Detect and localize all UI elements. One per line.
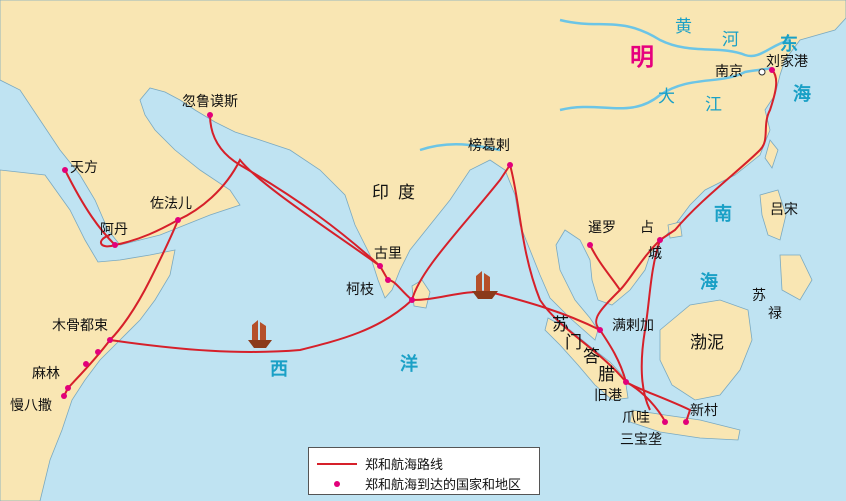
stop-marker: [62, 167, 68, 173]
place-label: 佐法儿: [150, 196, 192, 212]
country-label: 明: [630, 43, 654, 71]
place-label: 刘家港: [766, 53, 808, 70]
place-label: 苏: [752, 288, 766, 304]
stop-marker: [507, 162, 513, 168]
stop-marker: [95, 349, 101, 355]
africa: [0, 169, 176, 501]
place-label: 三宝垄: [620, 432, 662, 448]
place-label: 禄: [768, 306, 782, 322]
stop-marker: [175, 217, 181, 223]
stop-marker: [597, 327, 603, 333]
place-label: 吕宋: [770, 202, 798, 218]
yellow-river: [559, 18, 791, 58]
place-label: 慢八撒: [10, 397, 52, 414]
stop-marker: [207, 112, 213, 118]
sea-label: 南: [714, 203, 732, 225]
place-label: 旧港: [594, 388, 622, 404]
stop-marker: [377, 263, 383, 269]
sea-label: 洋: [400, 353, 418, 375]
region-label: 渤泥: [690, 333, 724, 353]
sumatra: [544, 317, 629, 401]
ship-icon: [248, 320, 272, 348]
sea-label: 海: [793, 83, 811, 105]
stop-markers: [61, 67, 775, 425]
place-label: 暹罗: [588, 220, 616, 236]
region-label: 印: [372, 183, 389, 203]
river-labels: 黄 河 大 江: [658, 17, 739, 115]
stop-marker: [385, 277, 391, 283]
stop-marker: [683, 419, 689, 425]
place-label: 新村: [690, 403, 718, 419]
sea-label: 西: [270, 359, 288, 380]
place-label: 满剌加: [612, 318, 654, 334]
stop-marker: [61, 393, 67, 399]
river-label: 黄: [675, 17, 692, 37]
place-labels: 南京 刘家港 忽鲁谟斯 天方 佐法儿 阿丹 榜葛剌 古里 柯枝 木骨都束 麻林 …: [10, 53, 808, 448]
sea-labels: 东 海 南 海 西 洋: [270, 33, 811, 380]
place-label: 古里: [374, 246, 402, 262]
place-label: 榜葛剌: [468, 137, 510, 154]
stop-marker: [107, 337, 113, 343]
stop-marker: [112, 242, 118, 248]
place-label: 南京: [715, 64, 743, 80]
map-legend: 郑和航海路线 郑和航海到达的国家和地区: [308, 447, 540, 495]
stop-marker: [769, 67, 775, 73]
rivers: [419, 18, 791, 152]
river-label: 河: [722, 30, 739, 50]
river-label: 大: [658, 87, 675, 107]
region-label: 门: [565, 333, 582, 353]
place-label: 阿丹: [100, 222, 128, 238]
stop-dot-icon: [334, 480, 340, 487]
legend-stop-row: 郑和航海到达的国家和地区: [317, 474, 521, 493]
place-label: 城: [648, 246, 662, 262]
region-label: 答: [583, 347, 600, 367]
river-label: 江: [705, 95, 722, 115]
region-labels: 印 度 苏 门 答 腊 渤泥: [372, 183, 724, 385]
stop-marker: [65, 385, 71, 391]
stop-marker: [409, 297, 415, 303]
place-label: 占: [640, 220, 654, 236]
place-label: 忽鲁谟斯: [182, 94, 238, 110]
place-label: 柯枝: [346, 282, 374, 298]
stop-marker: [83, 361, 89, 367]
java: [629, 409, 741, 441]
stop-marker: [662, 419, 668, 425]
region-label: 腊: [598, 365, 615, 385]
asia-mainland: [0, 0, 846, 341]
stop-marker: [587, 242, 593, 248]
sea-label: 东: [780, 33, 798, 55]
stop-marker: [657, 237, 663, 243]
region-label: 度: [398, 183, 415, 203]
stop-marker: [623, 379, 629, 385]
borneo: [659, 299, 753, 401]
nanjing-marker: [758, 68, 766, 76]
taiwan: [764, 139, 779, 169]
philippines-south: [779, 254, 813, 301]
philippines: [759, 189, 787, 241]
place-label: 木骨都束: [52, 318, 108, 334]
place-label: 爪哇: [622, 410, 650, 426]
legend-stop-label: 郑和航海到达的国家和地区: [365, 478, 522, 493]
region-label: 苏: [552, 315, 569, 335]
place-label: 天方: [70, 160, 98, 176]
legend-route-label: 郑和航海路线: [365, 458, 444, 473]
ganges: [419, 142, 501, 152]
yangtze-river: [559, 66, 773, 112]
route-line-icon: [317, 462, 357, 465]
ship-icon: [472, 271, 498, 299]
place-label: 麻林: [32, 366, 60, 382]
legend-route-row: 郑和航海路线: [317, 454, 443, 473]
sea-label: 海: [700, 271, 718, 293]
